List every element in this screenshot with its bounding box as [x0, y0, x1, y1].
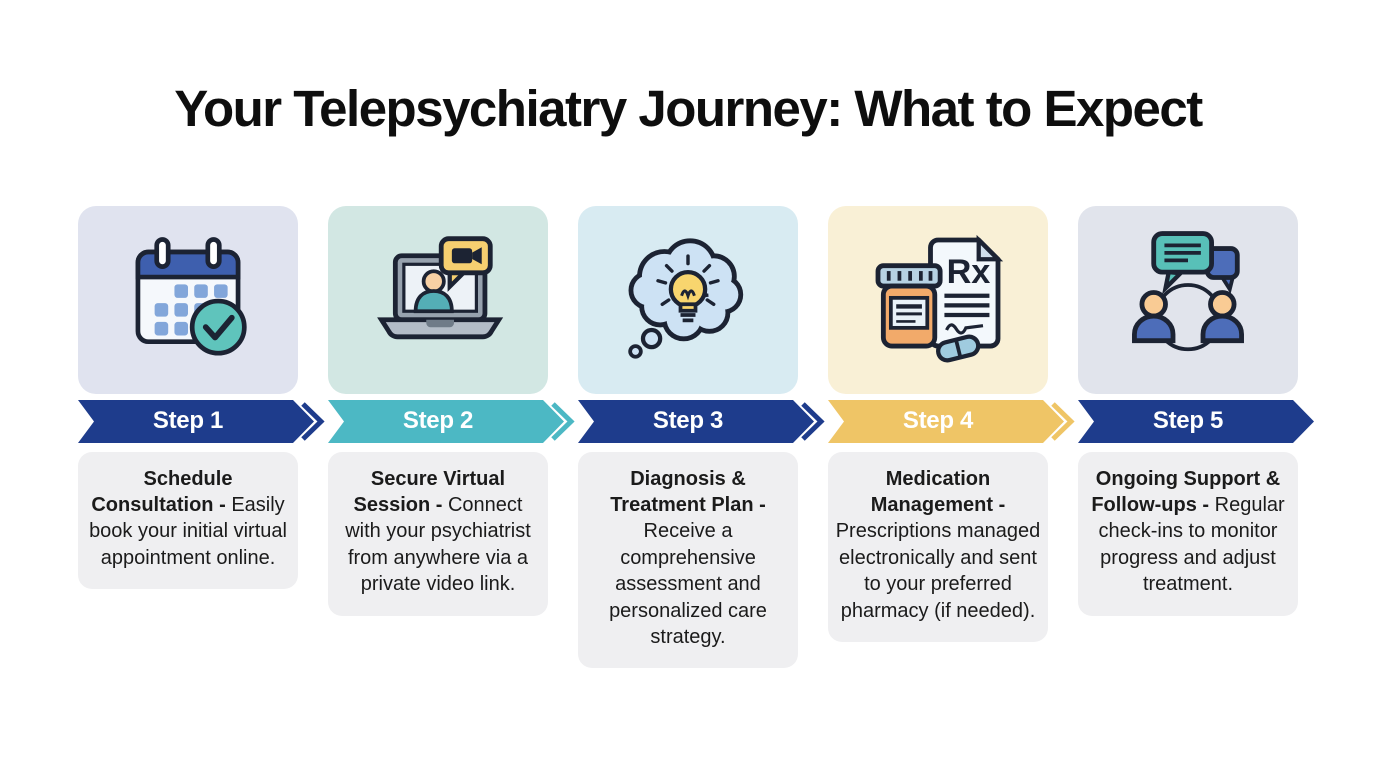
steps-row: Step 1 Schedule Consultation - Easily bo… — [0, 205, 1376, 669]
step-2-icon-panel — [328, 205, 548, 394]
step-column-1: Step 1 Schedule Consultation - Easily bo… — [78, 205, 325, 669]
step-4-description-box: Medication Management - Prescriptions ma… — [828, 451, 1048, 642]
step-5-title: Ongoing Support & Follow-ups - — [1091, 467, 1281, 516]
step-1-label: Step 1 — [152, 407, 224, 435]
thought-bubble-lightbulb-icon — [628, 237, 744, 359]
step-5-description-box: Ongoing Support & Follow-ups - Regular c… — [1078, 451, 1298, 616]
step-5-label: Step 5 — [1152, 407, 1224, 435]
step-2-description: Connect with your psychiatrist from anyw… — [345, 493, 531, 596]
step-2-label: Step 2 — [402, 407, 474, 435]
step-4-icon-panel: Rx — [828, 205, 1048, 394]
step-2-title: Secure Virtual Session - — [353, 467, 506, 516]
step-column-3: Step 3 Diagnosis & Treatment Plan - Rece… — [578, 205, 825, 669]
banner-arrow-shape — [578, 399, 814, 443]
prescription-medication-icon: Rx — [875, 234, 1004, 363]
step-column-4: Rx — [828, 205, 1075, 669]
step-5-description: Regular check-ins to monitor progress an… — [1098, 493, 1285, 596]
step-4-banner: Step 4 — [828, 399, 1075, 443]
step-1-banner: Step 1 — [78, 399, 325, 443]
step-4-title: Medication Management - — [870, 467, 1006, 516]
chevron-right-icon — [801, 401, 825, 441]
page-title: Your Telepsychiatry Journey: What to Exp… — [174, 80, 1203, 137]
chevron-right-icon — [551, 401, 575, 441]
step-1-title: Schedule Consultation - — [91, 467, 233, 516]
step-3-title: Diagnosis & Treatment Plan - — [610, 467, 766, 516]
step-column-5: Step 5 Ongoing Support & Follow-ups - Re… — [1078, 205, 1314, 669]
step-3-label: Step 3 — [652, 407, 724, 435]
step-5-banner: Step 5 — [1078, 399, 1314, 443]
step-1-icon-panel — [78, 205, 298, 394]
step-2-banner: Step 2 — [328, 399, 575, 443]
step-3-banner: Step 3 — [578, 399, 825, 443]
laptop-video-call-icon — [377, 236, 504, 340]
people-chat-followup-icon — [1132, 230, 1244, 351]
step-2-description-box: Secure Virtual Session - Connect with yo… — [328, 451, 548, 616]
step-4-description: Prescriptions managed electronically and… — [835, 520, 1041, 622]
banner-arrow-shape — [1078, 399, 1314, 443]
step-3-icon-panel — [578, 205, 798, 394]
banner-arrow-shape — [328, 399, 564, 443]
step-column-2: Step 2 Secure Virtual Session - Connect … — [328, 205, 575, 669]
step-3-description: Receive a comprehensive assessment and p… — [609, 520, 767, 648]
step-1-description: Easily book your initial virtual appoint… — [89, 493, 287, 569]
banner-arrow-shape — [828, 399, 1064, 443]
chevron-right-icon — [1051, 401, 1075, 441]
step-5-icon-panel — [1078, 205, 1298, 394]
step-1-description-box: Schedule Consultation - Easily book your… — [78, 451, 298, 590]
step-3-description-box: Diagnosis & Treatment Plan - Receive a c… — [578, 451, 798, 669]
calendar-check-icon — [135, 236, 247, 356]
step-4-label: Step 4 — [902, 407, 974, 435]
svg-text:Rx: Rx — [947, 252, 991, 290]
banner-arrow-shape — [78, 399, 314, 443]
chevron-right-icon — [301, 401, 325, 441]
